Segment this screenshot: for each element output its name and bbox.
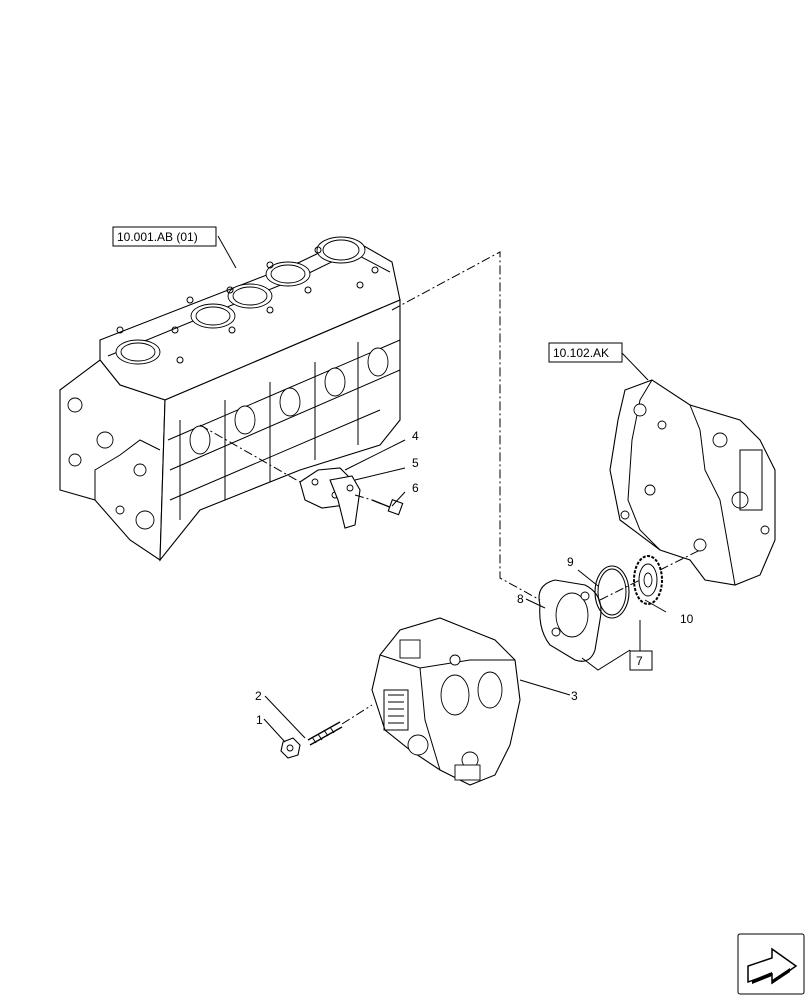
callout-8: 8	[517, 592, 524, 606]
callout-4: 4	[412, 429, 419, 443]
reference-gear-housing[interactable]: 10.102.AK	[548, 342, 623, 363]
fuel-pump	[371, 617, 521, 786]
callout-2: 2	[255, 689, 262, 703]
reference-engine-block-label: 10.001.AB (01)	[117, 230, 198, 244]
callout-box-7: 7	[629, 650, 653, 671]
reference-gear-housing-label: 10.102.AK	[553, 346, 609, 360]
callout-5: 5	[412, 456, 419, 470]
flange	[538, 579, 602, 662]
callout-6: 6	[412, 481, 419, 495]
callout-7: 7	[636, 654, 643, 668]
stud	[307, 721, 343, 746]
reference-engine-block[interactable]: 10.001.AB (01)	[112, 226, 217, 247]
gear	[633, 555, 663, 605]
o-ring	[594, 565, 630, 619]
callout-1: 1	[256, 713, 263, 727]
callout-10: 10	[680, 612, 694, 626]
callout-9: 9	[567, 555, 574, 569]
bolt	[371, 498, 404, 516]
callout-3: 3	[571, 689, 578, 703]
gear-housing	[609, 379, 776, 586]
arrow-navigation-icon[interactable]	[737, 933, 805, 995]
bracket-plate	[329, 475, 361, 529]
assembly-center-lines	[199, 251, 701, 725]
nut	[280, 737, 301, 759]
engine-block	[59, 236, 401, 562]
